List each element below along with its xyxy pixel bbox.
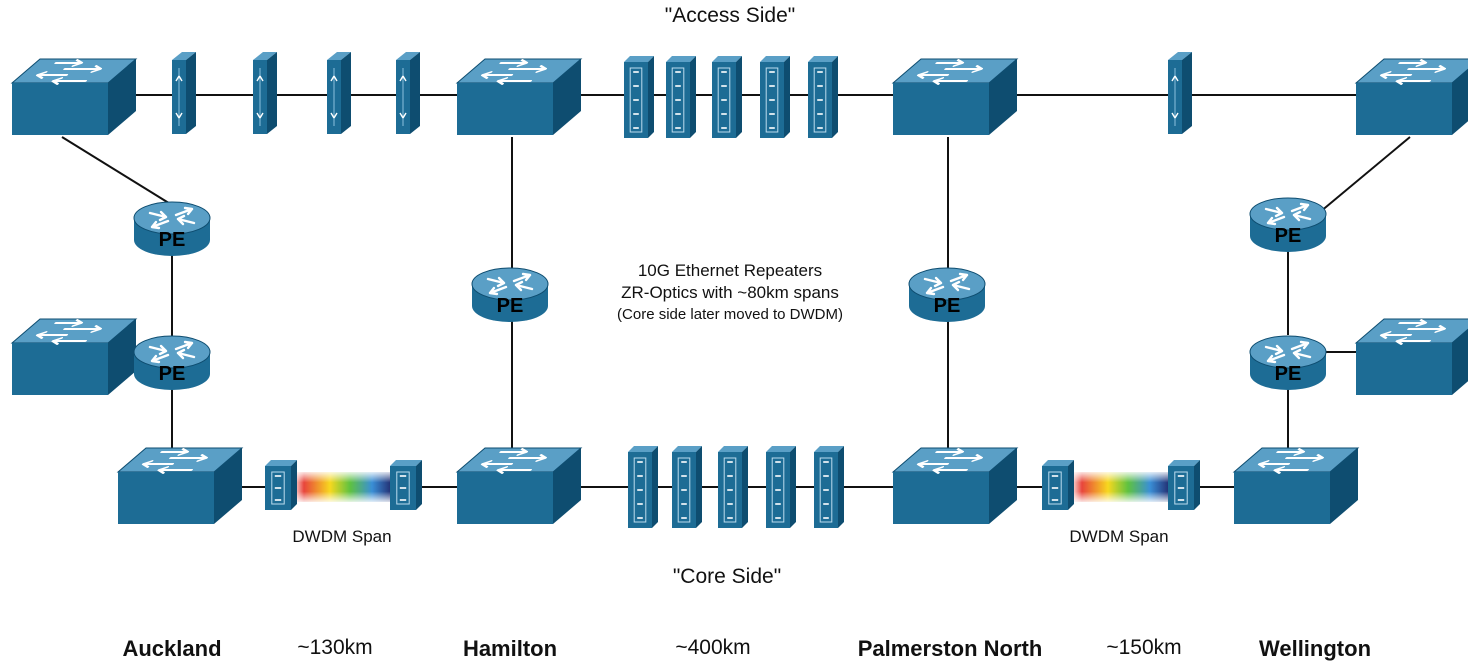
access-zr-optic-2: [666, 56, 696, 138]
router-label: PE: [159, 229, 186, 251]
distance-palmerston-wellington: ~150km: [1106, 636, 1182, 659]
router-label: PE: [934, 295, 961, 317]
switch-arrows-icon: [480, 59, 548, 85]
repeater-note-line1: 10G Ethernet Repeaters: [637, 261, 823, 280]
core-zr-optic-3: [718, 446, 748, 528]
core-zr-optic-1: [628, 446, 658, 528]
switch-palmerston-access: [891, 58, 1019, 135]
dwdm-span-label-right: DWDM Span: [1069, 527, 1169, 546]
router-pe-wellington-lower: PE: [1249, 335, 1327, 390]
dwdm-mux-left-a: [265, 460, 297, 510]
router-pe-palmerston: PE: [908, 267, 986, 322]
dwdm-spectrum-left: [292, 472, 392, 502]
core-side-label: "Core Side": [672, 565, 782, 588]
dwdm-spectrum-right: [1070, 472, 1170, 502]
switch-arrows-icon: [916, 59, 984, 85]
switch-arrows-icon: [916, 448, 983, 474]
router-arrows-icon: [148, 206, 196, 230]
router-label: PE: [1275, 363, 1302, 385]
router-arrows-icon: [1264, 202, 1312, 226]
router-label: PE: [1275, 225, 1302, 247]
distance-auckland-hamilton: ~130km: [297, 636, 373, 659]
router-pe-auckland-upper: PE: [133, 201, 211, 256]
switch-arrows-icon: [480, 448, 547, 474]
devices-layer: PE PE PE PE PE PE: [10, 52, 1468, 528]
dwdm-mux-left-b: [390, 460, 422, 510]
switch-auckland-aux: [10, 318, 138, 395]
core-zr-optic-5: [814, 446, 844, 528]
switch-wellington-aux: [1354, 318, 1468, 395]
router-pe-auckland-lower: PE: [133, 335, 211, 390]
switch-palmerston-core: [891, 447, 1019, 524]
router-arrows-icon: [486, 272, 534, 296]
switch-arrows-icon: [1257, 448, 1324, 474]
router-label: PE: [159, 363, 186, 385]
switch-arrows-icon: [35, 59, 103, 85]
access-zr-optic-4: [760, 56, 790, 138]
switch-arrows-icon: [141, 448, 208, 474]
location-auckland: Auckland: [122, 636, 222, 661]
switch-arrows-icon: [1379, 59, 1447, 85]
repeater-note-line3: (Core side later moved to DWDM): [617, 306, 843, 323]
location-wellington: Wellington: [1258, 636, 1372, 661]
router-pe-wellington-upper: PE: [1249, 197, 1327, 252]
switch-arrows-icon: [35, 319, 102, 345]
router-arrows-icon: [923, 272, 971, 296]
switch-wellington-access: [1354, 58, 1468, 135]
switch-wellington-core: [1232, 447, 1360, 524]
switch-auckland-access: [10, 58, 138, 135]
link: [61, 136, 173, 206]
location-palmerston-north: Palmerston North: [857, 636, 1043, 661]
router-arrows-icon: [148, 340, 196, 364]
repeater-note: 10G Ethernet Repeaters ZR-Optics with ~8…: [617, 260, 843, 326]
repeater-note-line2: ZR-Optics with ~80km spans: [621, 283, 839, 302]
router-label: PE: [497, 295, 524, 317]
access-repeater-auckland-hamilton-4: [396, 52, 420, 134]
access-repeater-auckland-hamilton-2: [253, 52, 277, 134]
access-repeater-palmerston-wellington: [1168, 52, 1192, 134]
switch-hamilton-core: [455, 447, 583, 524]
core-zr-optic-4: [766, 446, 796, 528]
access-zr-optic-5: [808, 56, 838, 138]
core-zr-optic-2: [672, 446, 702, 528]
access-zr-optic-1: [624, 56, 654, 138]
distance-hamilton-palmerston: ~400km: [675, 636, 751, 659]
dwdm-span-label-left: DWDM Span: [292, 527, 392, 546]
dwdm-mux-right-b: [1168, 460, 1200, 510]
router-pe-hamilton: PE: [471, 267, 549, 322]
dwdm-mux-right-a: [1042, 460, 1074, 510]
access-repeater-auckland-hamilton-3: [327, 52, 351, 134]
access-zr-optic-3: [712, 56, 742, 138]
switch-auckland-core: [116, 447, 244, 524]
access-side-label: "Access Side": [664, 4, 796, 27]
switch-arrows-icon: [1379, 319, 1446, 345]
router-arrows-icon: [1264, 340, 1312, 364]
switch-hamilton-access: [455, 58, 583, 135]
link: [1319, 136, 1411, 213]
access-repeater-auckland-hamilton-1: [172, 52, 196, 134]
location-hamilton: Hamilton: [462, 636, 558, 661]
